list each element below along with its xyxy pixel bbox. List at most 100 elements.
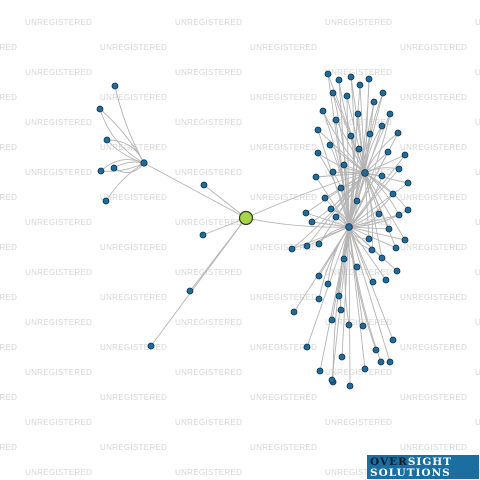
right-cluster-node [369, 247, 375, 253]
watermark-text: UNREGISTERED [400, 93, 467, 102]
right-cluster-node [383, 277, 389, 283]
right-hub-node [346, 224, 353, 231]
graph-edge [204, 185, 246, 218]
edges [100, 74, 408, 386]
watermark-text: UNREGISTERED [250, 93, 317, 102]
right-cluster-node [338, 185, 344, 191]
watermark-text: UNREGISTERED [175, 268, 242, 277]
right-cluster-node [385, 149, 391, 155]
watermark-text: UNREGISTERED [25, 68, 92, 77]
right-cluster-node [344, 93, 350, 99]
right-cluster-node [402, 152, 408, 158]
watermark-text: UNREGISTERED [475, 368, 480, 377]
right-cluster-node [379, 255, 385, 261]
watermark-text: UNREGISTERED [25, 418, 92, 427]
watermark-text: UNREGISTERED [0, 293, 17, 302]
watermark-text: UNREGISTERED [250, 143, 317, 152]
watermark-text: UNREGISTERED [100, 393, 167, 402]
right-cluster-node [354, 264, 360, 270]
watermark-text: UNREGISTERED [100, 243, 167, 252]
watermark-text: UNREGISTERED [250, 193, 317, 202]
right-cluster-node [316, 273, 322, 279]
right-cluster-node [370, 279, 376, 285]
right-cluster-node [354, 198, 360, 204]
right-cluster-node [339, 354, 345, 360]
watermark-text: UNREGISTERED [475, 68, 480, 77]
watermark-text: UNREGISTERED [175, 118, 242, 127]
right-cluster-node [333, 214, 339, 220]
watermark-text: UNREGISTERED [175, 368, 242, 377]
right-cluster-node [405, 207, 411, 213]
right-cluster-node [341, 256, 347, 262]
right-cluster-node [378, 359, 384, 365]
watermark-text: UNREGISTERED [400, 293, 467, 302]
chain-node [187, 288, 193, 294]
right-cluster-node [336, 293, 342, 299]
right-cluster-node [362, 366, 368, 372]
watermark-text: UNREGISTERED [400, 243, 467, 252]
right-cluster-node [322, 195, 328, 201]
right-cluster-node [360, 323, 366, 329]
watermark-text: UNREGISTERED [475, 18, 480, 27]
watermark-text: UNREGISTERED [0, 143, 17, 152]
right-cluster-node [396, 212, 402, 218]
right-cluster-node [316, 296, 322, 302]
graph-edge [114, 163, 144, 173]
right-cluster-node [329, 377, 335, 383]
right-cluster-node [348, 74, 354, 80]
watermark-text: UNREGISTERED [325, 18, 392, 27]
chain-node [200, 232, 206, 238]
right-cluster-node [357, 82, 363, 88]
right-cluster-node [348, 133, 354, 139]
watermark-text: UNREGISTERED [175, 68, 242, 77]
watermark-text: UNREGISTERED [175, 318, 242, 327]
watermark-text: UNREGISTERED [0, 243, 17, 252]
right-cluster-node [336, 77, 342, 83]
graph-edge [100, 109, 144, 163]
watermark-text: UNREGISTERED [25, 318, 92, 327]
center-highlight-node [240, 212, 253, 225]
right-cluster-node [328, 206, 334, 212]
chain-node [148, 343, 154, 349]
watermark-text: UNREGISTERED [100, 43, 167, 52]
watermark-text: UNREGISTERED [175, 418, 242, 427]
right-cluster-node [405, 180, 411, 186]
chain-node [201, 182, 207, 188]
right-cluster-node [309, 219, 315, 225]
right-cluster-node [387, 111, 393, 117]
watermark-text: UNREGISTERED [25, 218, 92, 227]
right-cluster-node [347, 383, 353, 389]
watermark-text: UNREGISTERED [25, 168, 92, 177]
left-cluster-node [111, 165, 117, 171]
watermark-text: UNREGISTERED [475, 118, 480, 127]
watermark-text: UNREGISTERED [25, 18, 92, 27]
right-cluster-node [366, 236, 372, 242]
watermark-text: UNREGISTERED [0, 43, 17, 52]
watermark-text: UNREGISTERED [100, 293, 167, 302]
watermark-text: UNREGISTERED [250, 293, 317, 302]
watermark-text: UNREGISTERED [250, 443, 317, 452]
watermark-text: UNREGISTERED [400, 343, 467, 352]
watermark-text: UNREGISTERED [475, 268, 480, 277]
right-cluster-node [304, 344, 310, 350]
right-cluster-node [329, 317, 335, 323]
watermark-text: UNREGISTERED [175, 168, 242, 177]
right-cluster-node [327, 142, 333, 148]
left-cluster-node [103, 198, 109, 204]
left-cluster-node [112, 83, 118, 89]
right-cluster-node [303, 210, 309, 216]
right-cluster-node [333, 117, 339, 123]
right-cluster-node [330, 90, 336, 96]
right-cluster-node [325, 281, 331, 287]
right-cluster-node [325, 71, 331, 77]
watermark-text: UNREGISTERED [250, 43, 317, 52]
watermark-text: UNREGISTERED [25, 118, 92, 127]
right-cluster-node [367, 131, 373, 137]
watermark-text: UNREGISTERED [100, 93, 167, 102]
graph-edge [349, 227, 390, 362]
right-cluster-node [330, 169, 336, 175]
watermark-text: UNREGISTERED [0, 393, 17, 402]
right-cluster-node [376, 211, 382, 217]
watermark-text: UNREGISTERED [25, 368, 92, 377]
right-cluster-node [289, 246, 295, 252]
